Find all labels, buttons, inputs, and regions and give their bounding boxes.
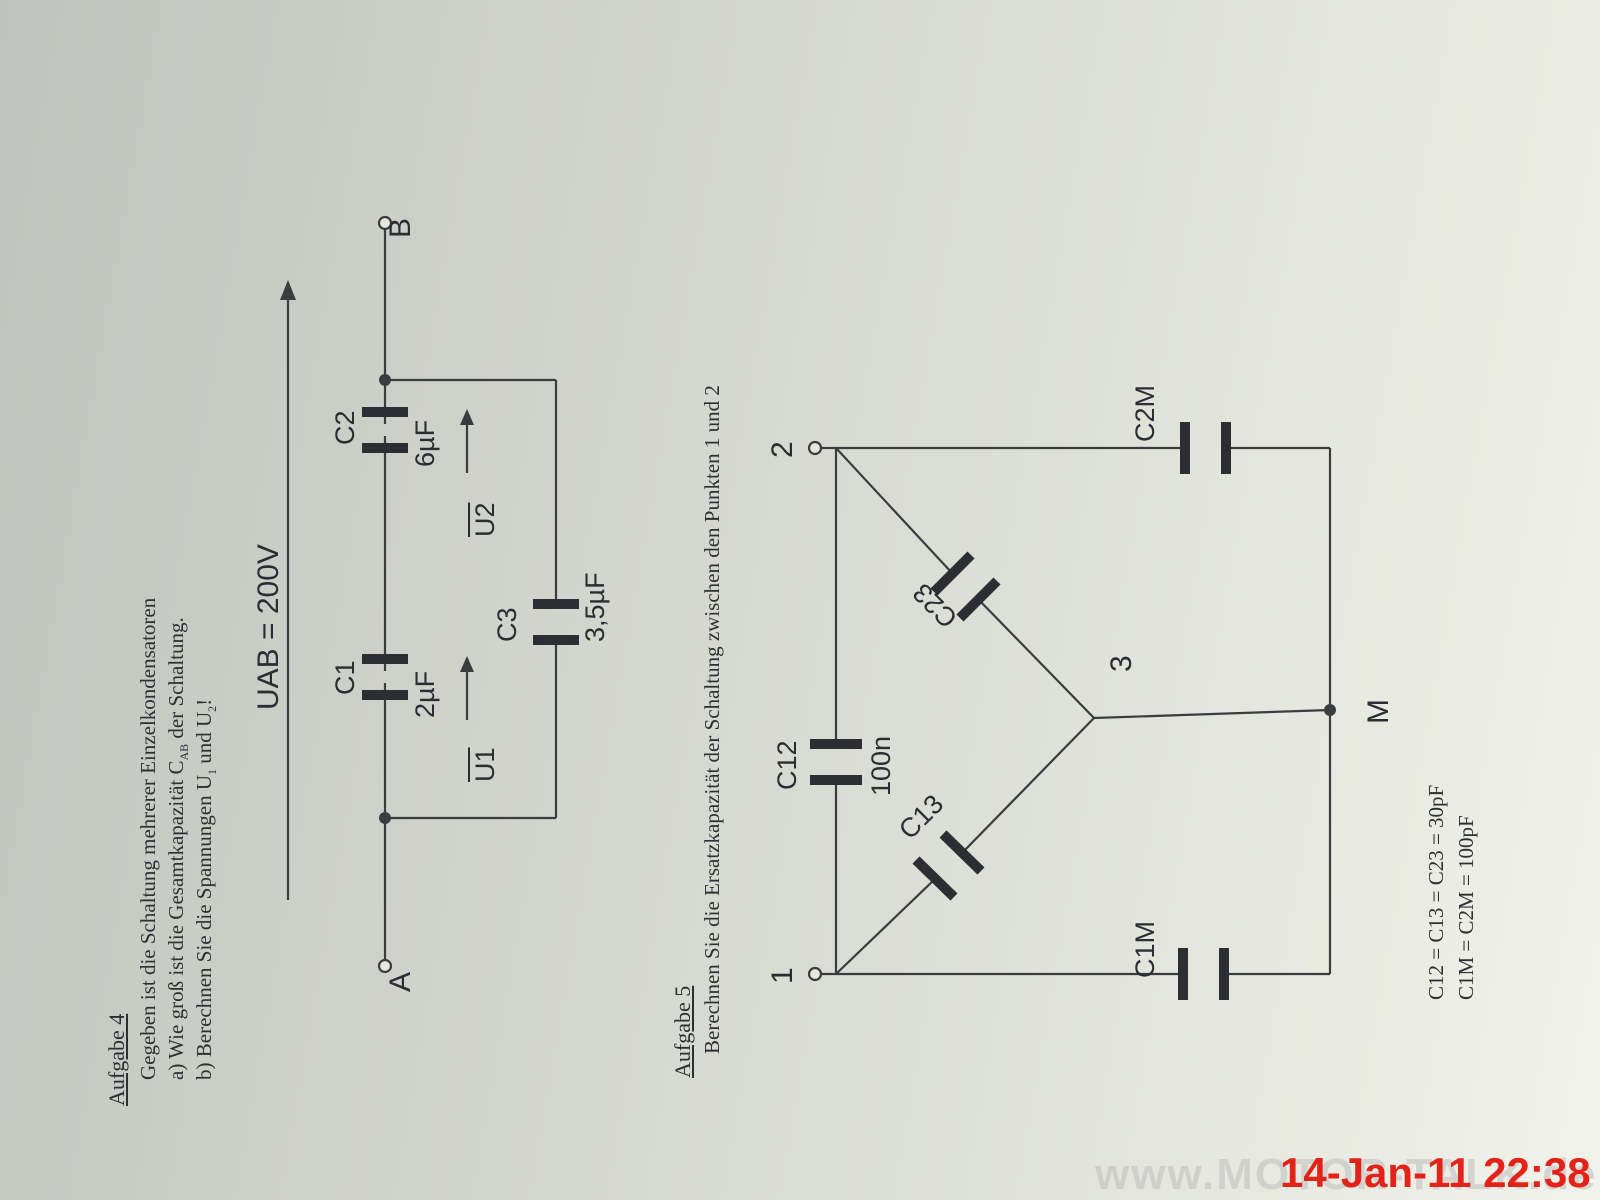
terminal-b [377,215,393,231]
task5-equation-1: C12 = C13 = C23 = 30pF [1424,784,1448,1000]
c23-plate-left [956,577,1001,622]
uab-arrowhead [280,280,296,300]
node-3-label: 3 [1105,655,1138,672]
site-watermark: www.MOTOR-TALK.de [1095,1150,1598,1199]
wire-1-c13 [835,878,936,975]
node-m-label: M [1362,699,1395,724]
wire-3-m [1093,708,1331,720]
u2-arrowhead [460,409,474,425]
node-m-dot [1324,704,1336,716]
c1m-name-label: C1M [1130,920,1160,978]
c13-plate-right [939,830,985,875]
task5-equation-2: C1M = C2M = 100pF [1454,815,1478,1000]
terminal-2 [807,440,823,456]
junction-left-dot [379,812,391,824]
wire-3-c23 [977,598,1095,719]
terminal-1 [807,966,823,982]
c23-plate-right [930,551,975,596]
c2m-name-label: C2M [1130,384,1160,442]
wire-c13-3 [961,717,1095,854]
c12-name-label: C12 [772,740,802,790]
wire-c23-2 [835,447,953,574]
c13-plate-left [912,856,958,901]
node-1-label: 1 [766,967,799,984]
c12-value-label: 100n [866,735,896,796]
junction-right-dot [379,374,391,386]
u1-arrowhead [460,656,474,672]
camera-timestamp: 14-Jan-11 22:38 [1280,1149,1591,1196]
terminal-a [377,958,393,974]
node-2-label: 2 [766,441,799,458]
